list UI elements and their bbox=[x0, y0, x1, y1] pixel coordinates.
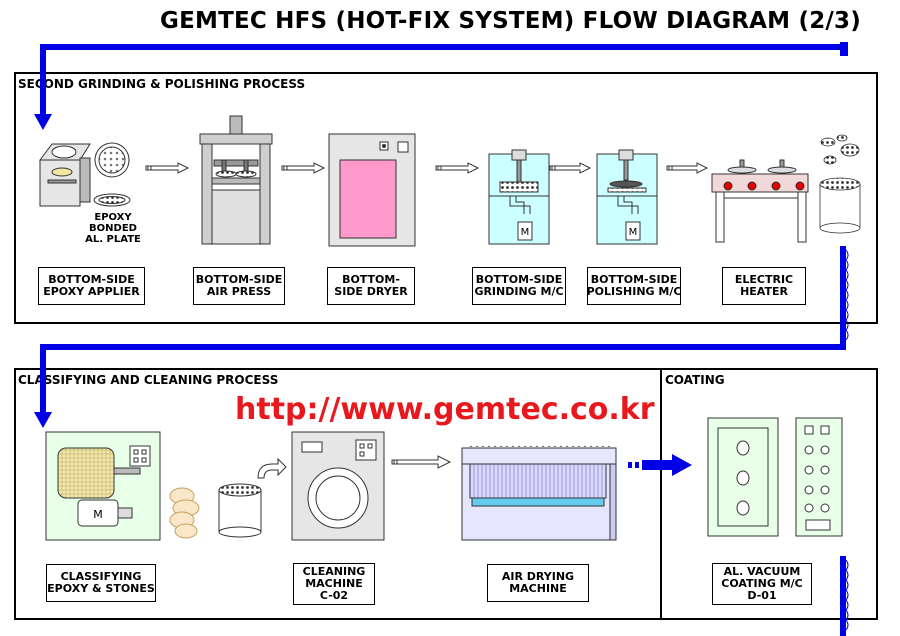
grinding-section-title: SECOND GRINDING & POLISHING PROCESS bbox=[18, 77, 306, 91]
top-flow-line bbox=[34, 42, 848, 130]
classifying-section-title: CLASSIFYING AND CLEANING PROCESS bbox=[18, 373, 279, 387]
air-drying-top-dots bbox=[468, 444, 610, 447]
grinding-motor-label: M bbox=[521, 227, 530, 238]
air-drying-machine bbox=[461, 447, 617, 541]
label-dryer: BOTTOM-SIDE DRYER bbox=[327, 267, 415, 305]
electric-heater bbox=[711, 159, 809, 243]
grinding-panel bbox=[14, 72, 878, 324]
stones-pile bbox=[819, 134, 861, 234]
grinding-machine bbox=[488, 149, 550, 245]
al-plate bbox=[93, 142, 131, 207]
epoxy-applier-machine bbox=[39, 143, 91, 207]
stones-bag bbox=[169, 487, 200, 539]
bottom-flow-line bbox=[840, 556, 846, 636]
classifying-machine bbox=[45, 431, 161, 541]
coating-panel bbox=[660, 368, 878, 620]
website-url[interactable]: http://www.gemtec.co.kr bbox=[235, 392, 655, 427]
polishing-machine bbox=[596, 149, 658, 245]
polishing-motor-label: M bbox=[629, 227, 638, 238]
cleaning-machine bbox=[291, 431, 385, 541]
epoxy-bonded-plate-note: EPOXY BONDED AL. PLATE bbox=[85, 212, 141, 245]
dryer-machine bbox=[328, 133, 416, 247]
middle-flow-line bbox=[34, 246, 846, 428]
page-title: GEMTEC HFS (HOT-FIX SYSTEM) FLOW DIAGRAM… bbox=[160, 8, 861, 34]
coating-arrow bbox=[628, 454, 692, 476]
air-press-machine bbox=[199, 115, 273, 245]
classifying-motor-label: M bbox=[93, 508, 103, 521]
curved-arrow bbox=[257, 457, 287, 479]
basket bbox=[218, 483, 262, 538]
coating-section-title: COATING bbox=[665, 373, 725, 387]
vacuum-coating-machine bbox=[707, 417, 843, 537]
